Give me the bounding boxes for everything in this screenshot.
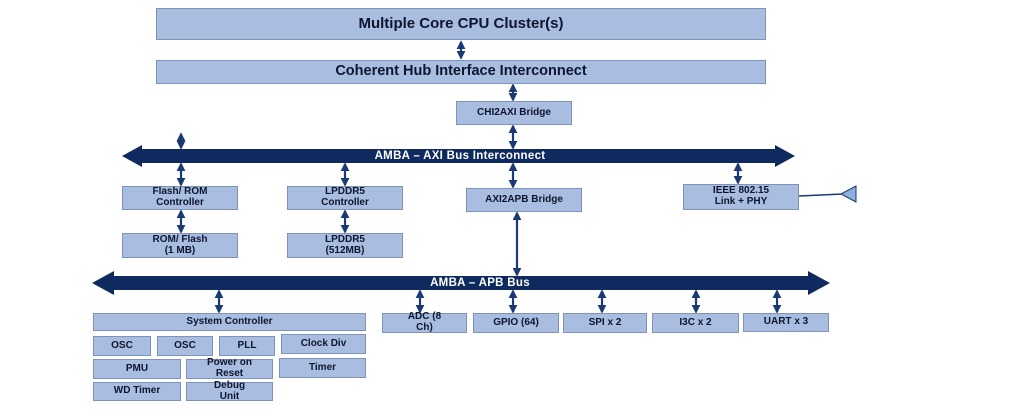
- i3c-block: I3C x 2: [652, 313, 739, 333]
- gpio-block: GPIO (64): [473, 313, 559, 333]
- debug-unit-block: Debug Unit: [186, 380, 273, 401]
- axi2apb-bridge-block: AXI2APB Bridge: [466, 188, 582, 212]
- wd-timer-block: WD Timer: [93, 382, 181, 401]
- antenna-line: [798, 193, 844, 197]
- lpddr5-controller-block: LPDDR5 Controller: [287, 186, 403, 210]
- spi-block: SPI x 2: [563, 313, 647, 333]
- pll-block: PLL: [219, 336, 275, 356]
- cpu-cluster-block: Multiple Core CPU Cluster(s): [156, 8, 766, 40]
- apb-bus-label: AMBA – APB Bus: [430, 277, 530, 289]
- uart-block: UART x 3: [743, 313, 829, 332]
- power-on-reset-block: Power on Reset: [186, 357, 273, 379]
- rom-flash-block: ROM/ Flash (1 MB): [122, 233, 238, 258]
- osc-block-1: OSC: [93, 336, 151, 356]
- axi-bus-label: AMBA – AXI Bus Interconnect: [374, 150, 546, 162]
- lpddr5-memory-block: LPDDR5 (512MB): [287, 233, 403, 258]
- chi2axi-bridge-block: CHI2AXI Bridge: [456, 101, 572, 125]
- system-controller-block: System Controller: [93, 313, 366, 331]
- clock-div-block: Clock Div: [281, 334, 366, 354]
- timer-block: Timer: [279, 358, 366, 378]
- flash-rom-controller-block: Flash/ ROM Controller: [122, 186, 238, 210]
- apb-bus-arrow: [92, 271, 830, 295]
- pmu-block: PMU: [93, 359, 181, 379]
- adc-block: ADC (8 Ch): [382, 311, 467, 333]
- osc-block-2: OSC: [157, 336, 213, 356]
- chi-interconnect-block: Coherent Hub Interface Interconnect: [156, 60, 766, 84]
- antenna-icon: [839, 185, 857, 203]
- axi-bus-arrow: [122, 145, 795, 167]
- ieee-802-15-block: IEEE 802.15 Link + PHY: [683, 184, 799, 210]
